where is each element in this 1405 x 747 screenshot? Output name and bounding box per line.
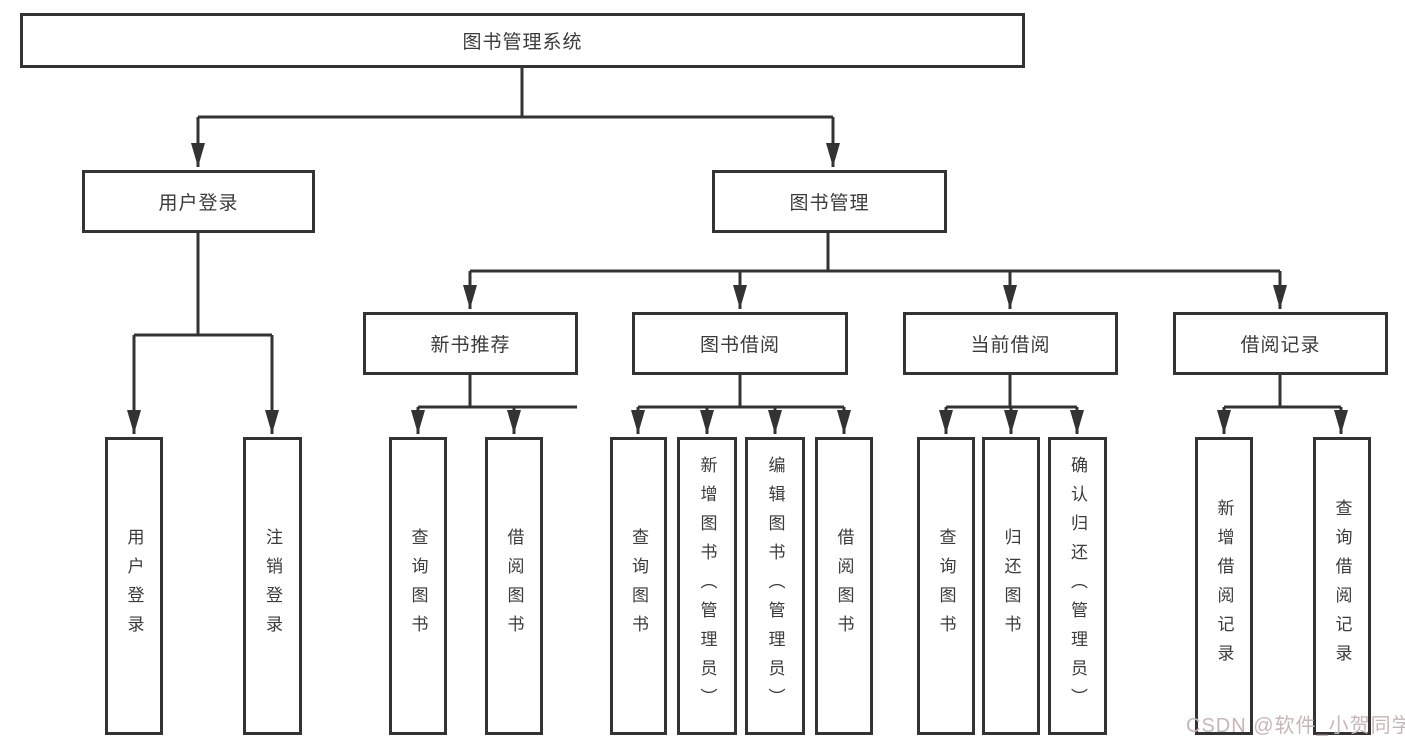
node-book-borrow: 图书借阅 <box>632 312 848 375</box>
watermark: CSDN @软件_小贺同学 <box>1186 715 1405 737</box>
leaf-borrow-books-1: 借阅图书 <box>485 437 543 735</box>
leaf-query-books-2: 查询图书 <box>610 437 667 735</box>
leaf-query-books-1: 查询图书 <box>389 437 447 735</box>
leaf-borrow-books-2: 借阅图书 <box>815 437 873 735</box>
leaf-logout: 注销登录 <box>243 437 302 735</box>
node-current-borrow: 当前借阅 <box>903 312 1118 375</box>
leaf-query-borrow-record: 查询借阅记录 <box>1313 437 1371 735</box>
leaf-confirm-return-admin: 确认归还（管理员） <box>1048 437 1107 735</box>
leaf-add-book-admin: 新增图书（管理员） <box>677 437 737 735</box>
node-user-login: 用户登录 <box>82 170 315 233</box>
node-new-book-recommend: 新书推荐 <box>363 312 578 375</box>
leaf-return-book: 归还图书 <box>982 437 1040 735</box>
leaf-user-login: 用户登录 <box>105 437 163 735</box>
leaf-add-borrow-record: 新增借阅记录 <box>1195 437 1253 735</box>
leaf-edit-book-admin: 编辑图书（管理员） <box>745 437 805 735</box>
node-root-system: 图书管理系统 <box>20 13 1025 68</box>
leaf-query-books-3: 查询图书 <box>917 437 975 735</box>
node-book-management: 图书管理 <box>712 170 947 233</box>
node-borrow-records: 借阅记录 <box>1173 312 1388 375</box>
